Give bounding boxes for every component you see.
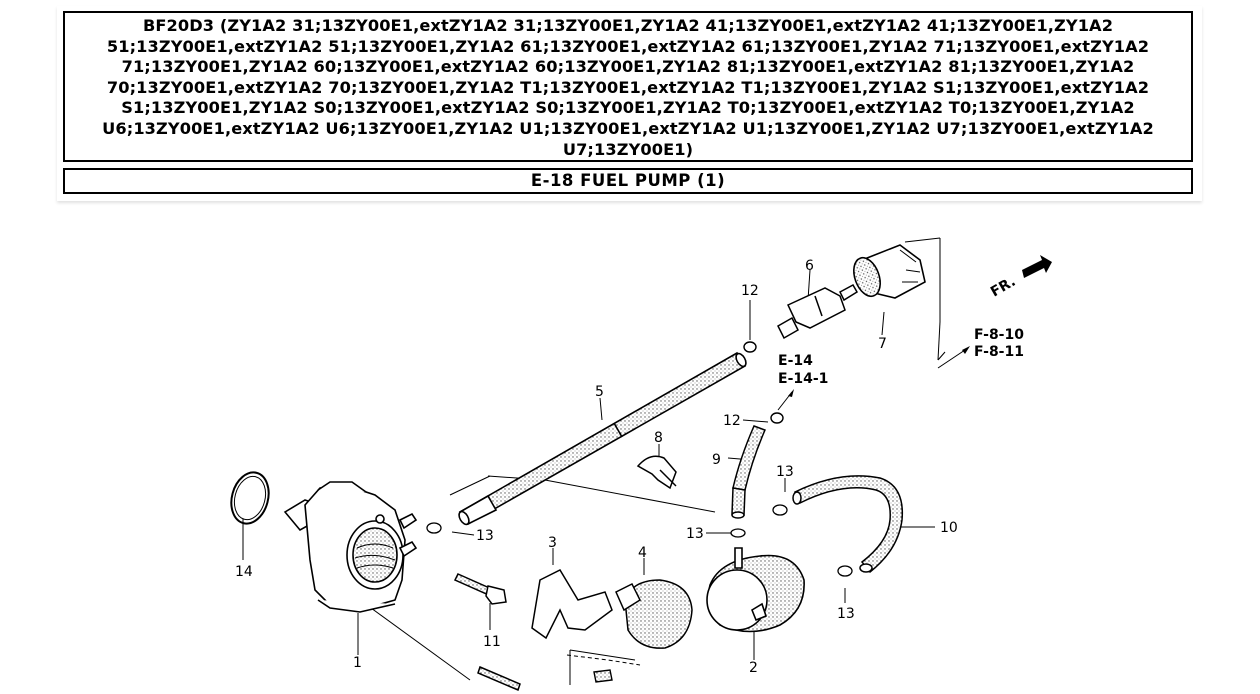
callout-12-lower: 12 [723,413,741,429]
return-hose [792,475,904,574]
callout-13-pump: 13 [476,528,494,544]
model-title-line: U7;13ZY00E1) [562,139,694,159]
callout-12-upper: 12 [741,283,759,299]
ref-f8-10: F-8-10 [974,327,1024,343]
o-ring [230,471,270,525]
small-clip [426,504,853,577]
model-title-line: U6;13ZY00E1,extZY1A2 U6;13ZY00E1,ZY1A2 U… [102,118,1154,138]
ref-e14-1: E-14-1 [778,371,828,387]
fuel-pump [283,481,418,613]
front-label: FR. [988,274,1018,301]
ref-e14: E-14 [778,353,813,369]
callout-8: 8 [654,430,663,446]
callout-3: 3 [548,535,557,551]
callout-13-filter: 13 [686,526,704,542]
fuel-connector [853,244,926,299]
callout-9: 9 [712,452,721,468]
callout-13-return: 13 [837,606,855,622]
callout-13-hose: 13 [776,464,794,480]
callout-6: 6 [805,258,814,274]
fuel-pipe [458,351,747,526]
model-title-line: 70;13ZY00E1,extZY1A2 70;13ZY00E1,ZY1A2 T… [106,77,1150,97]
callout-2: 2 [749,660,758,676]
model-title-line: BF20D3 (ZY1A2 31;13ZY00E1,extZY1A2 31;13… [142,16,1114,35]
filter-band [615,579,693,649]
model-title-box: BF20D3 (ZY1A2 31;13ZY00E1,extZY1A2 31;13… [63,11,1193,162]
callout-5: 5 [595,384,604,400]
fuel-filter [706,547,805,633]
callout-14: 14 [235,564,253,580]
short-hose [731,425,767,519]
model-title-line: 71;13ZY00E1,ZY1A2 60;13ZY00E1,extZY1A2 6… [121,57,1135,77]
callout-11: 11 [483,634,501,650]
ref-f8-11: F-8-11 [974,344,1024,360]
model-title-line: 51;13ZY00E1,extZY1A2 51;13ZY00E1,ZY1A2 6… [106,36,1150,56]
bolt [453,573,521,692]
hose-clip [743,341,784,424]
bottom-bolt [593,669,613,683]
mount-bracket [531,569,613,640]
callout-1: 1 [353,655,362,671]
model-title-line: S1;13ZY00E1,ZY1A2 S0;13ZY00E1,extZY1A2 S… [121,98,1135,118]
callout-7: 7 [878,336,887,352]
section-title: E-18 FUEL PUMP (1) [63,168,1193,194]
callout-4: 4 [638,545,647,561]
callout-10: 10 [940,520,958,536]
fuel-fitting [777,283,859,340]
pipe-clamp [636,455,677,490]
